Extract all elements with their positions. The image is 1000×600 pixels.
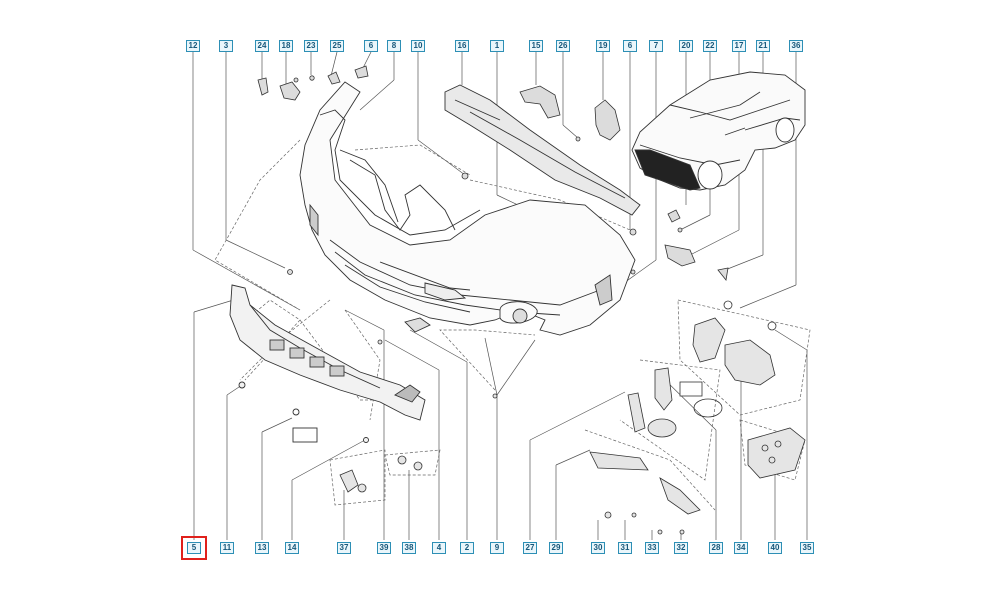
callout-top-1[interactable]: 1 bbox=[490, 40, 504, 52]
assembly-guides bbox=[214, 139, 811, 511]
callout-top-17[interactable]: 17 bbox=[732, 40, 746, 52]
callout-bottom-30[interactable]: 30 bbox=[591, 542, 605, 554]
callout-top-6[interactable]: 6 bbox=[623, 40, 637, 52]
callout-top-6[interactable]: 6 bbox=[364, 40, 378, 52]
fog-lamp-parts bbox=[339, 317, 806, 535]
callout-top-23[interactable]: 23 bbox=[304, 40, 318, 52]
callout-top-3[interactable]: 3 bbox=[219, 40, 233, 52]
callout-top-16[interactable]: 16 bbox=[455, 40, 469, 52]
vehicle-silhouette bbox=[631, 71, 806, 191]
callout-top-19[interactable]: 19 bbox=[596, 40, 610, 52]
callout-bottom-35[interactable]: 35 bbox=[800, 542, 814, 554]
callout-top-20[interactable]: 20 bbox=[679, 40, 693, 52]
callout-top-8[interactable]: 8 bbox=[387, 40, 401, 52]
callout-top-26[interactable]: 26 bbox=[556, 40, 570, 52]
callout-bottom-14[interactable]: 14 bbox=[285, 542, 299, 554]
callout-bottom-38[interactable]: 38 bbox=[402, 542, 416, 554]
bumper-cover bbox=[299, 81, 636, 336]
callout-top-10[interactable]: 10 bbox=[411, 40, 425, 52]
callout-bottom-32[interactable]: 32 bbox=[674, 542, 688, 554]
callout-bottom-28[interactable]: 28 bbox=[709, 542, 723, 554]
callout-bottom-5[interactable]: 5 bbox=[181, 536, 207, 560]
small-hardware bbox=[257, 65, 777, 331]
callout-bottom-39[interactable]: 39 bbox=[377, 542, 391, 554]
callout-top-18[interactable]: 18 bbox=[279, 40, 293, 52]
callout-top-21[interactable]: 21 bbox=[756, 40, 770, 52]
callout-top-24[interactable]: 24 bbox=[255, 40, 269, 52]
lower-beam bbox=[229, 284, 426, 443]
callout-bottom-13[interactable]: 13 bbox=[255, 542, 269, 554]
callout-top-22[interactable]: 22 bbox=[703, 40, 717, 52]
callout-top-12[interactable]: 12 bbox=[186, 40, 200, 52]
callout-bottom-29[interactable]: 29 bbox=[549, 542, 563, 554]
callout-bottom-33[interactable]: 33 bbox=[645, 542, 659, 554]
callout-top-36[interactable]: 36 bbox=[789, 40, 803, 52]
callout-bottom-37[interactable]: 37 bbox=[337, 542, 351, 554]
callout-bottom-9[interactable]: 9 bbox=[490, 542, 504, 554]
callout-bottom-34[interactable]: 34 bbox=[734, 542, 748, 554]
callout-bottom-11[interactable]: 11 bbox=[220, 542, 234, 554]
callout-top-7[interactable]: 7 bbox=[649, 40, 663, 52]
callout-bottom-40[interactable]: 40 bbox=[768, 542, 782, 554]
callout-bottom-27[interactable]: 27 bbox=[523, 542, 537, 554]
callout-bottom-2[interactable]: 2 bbox=[460, 542, 474, 554]
upper-absorber-16 bbox=[444, 84, 641, 216]
callout-bottom-4[interactable]: 4 bbox=[432, 542, 446, 554]
callout-top-25[interactable]: 25 bbox=[330, 40, 344, 52]
callout-bottom-31[interactable]: 31 bbox=[618, 542, 632, 554]
callout-top-15[interactable]: 15 bbox=[529, 40, 543, 52]
